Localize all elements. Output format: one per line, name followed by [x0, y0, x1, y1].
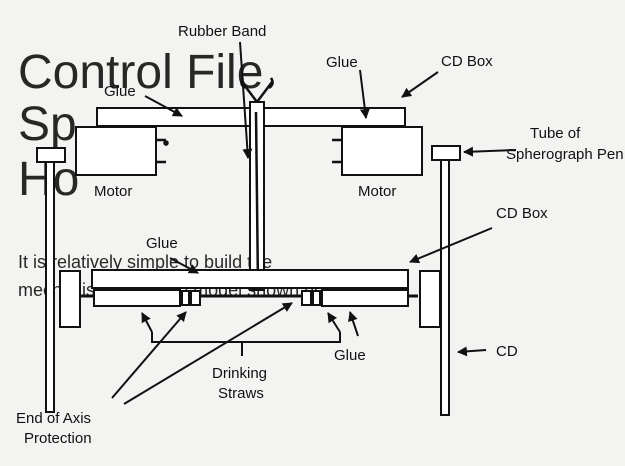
left-motor: [75, 126, 157, 176]
label-glue-mid: Glue: [146, 235, 178, 252]
label-drinking-line2: Straws: [218, 385, 264, 402]
left-end-cap-1: [181, 290, 190, 306]
left-cd: [59, 270, 81, 328]
label-cd-box-mid: CD Box: [496, 205, 548, 222]
label-glue-bottom: Glue: [334, 347, 366, 364]
left-pole: [45, 161, 55, 413]
svg-text:Sp: Sp: [18, 98, 77, 151]
label-tube-line1: Tube of: [530, 125, 581, 142]
right-motor: [341, 126, 423, 176]
right-motor-terminals: [332, 138, 342, 164]
right-tube: [431, 145, 461, 161]
rubber-band-line: [254, 111, 260, 289]
label-motor-right: Motor: [358, 183, 396, 200]
label-cd-box-top: CD Box: [441, 53, 493, 70]
left-tube: [36, 147, 66, 163]
svg-text:Control File: Control File: [18, 46, 263, 99]
straws-bracket: [151, 332, 341, 356]
right-end-cap-1: [301, 290, 312, 306]
right-straw: [321, 289, 409, 307]
label-cd: CD: [496, 343, 518, 360]
label-end-axis-line2: Protection: [24, 430, 92, 447]
label-drinking-line1: Drinking: [212, 365, 267, 382]
label-glue-top-left: Glue: [104, 83, 136, 100]
right-end-cap-2: [312, 290, 321, 306]
left-motor-terminals: [156, 138, 169, 164]
right-pole: [440, 159, 450, 416]
label-glue-top-right: Glue: [326, 54, 358, 71]
left-straw: [93, 289, 181, 307]
middle-cd-box: [91, 269, 409, 289]
label-rubber-band: Rubber Band: [178, 23, 266, 40]
rubber-band-y: [240, 77, 274, 103]
label-tube-line2: Spherograph Pen: [506, 146, 624, 163]
right-cd: [419, 270, 441, 328]
svg-text:It is relatively simple to bui: It is relatively simple to build the: [18, 252, 272, 272]
label-motor-left: Motor: [94, 183, 132, 200]
left-end-cap-2: [190, 290, 201, 306]
label-end-axis-line1: End of Axis: [16, 410, 91, 427]
arrows: [111, 41, 517, 405]
